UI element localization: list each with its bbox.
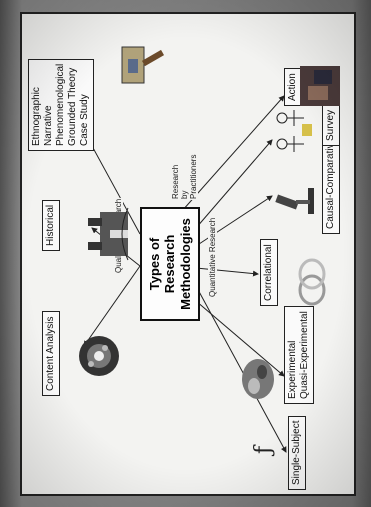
narrative: Narrative bbox=[43, 105, 54, 146]
grounded-theory: Grounded Theory bbox=[67, 67, 78, 146]
edge-survey bbox=[195, 139, 273, 229]
diagram-canvas: Types of Research Methodologies Qualitat… bbox=[22, 16, 354, 496]
edge-correlational bbox=[195, 267, 259, 277]
phenomenological: Phenomenological bbox=[55, 63, 66, 146]
edge-single-subject bbox=[195, 285, 287, 453]
quantitative-branch-label: Quantitative Research bbox=[208, 216, 217, 298]
slide: Types of Research Methodologies Qualitat… bbox=[20, 12, 356, 496]
edge-action bbox=[181, 95, 285, 212]
practitioners-branch-label: Research by Practitioners bbox=[171, 153, 199, 200]
single-subject-node: Single-Subject bbox=[288, 415, 306, 490]
survey-node: Survey bbox=[322, 104, 340, 146]
title-line1: Types of Research bbox=[146, 234, 178, 294]
experimental-line2: Quasi-Experimental bbox=[299, 311, 310, 399]
gavel-icon bbox=[121, 46, 165, 84]
historical-node: Historical bbox=[42, 199, 60, 251]
film-reel-icon bbox=[79, 336, 119, 376]
microscope-icon bbox=[275, 188, 314, 214]
formula-icon: ƒ bbox=[251, 444, 276, 457]
castle-drawing-icon bbox=[88, 207, 129, 261]
causal-comparative-node: Causal-Comparative bbox=[322, 132, 340, 234]
content-analysis-node: Content Analysis bbox=[42, 311, 60, 396]
center-title: Types of Research Methodologies bbox=[140, 207, 200, 321]
action-photo-icon bbox=[300, 66, 340, 106]
ethnographic: Ethnographic bbox=[31, 87, 42, 146]
title-line2: Methodologies bbox=[177, 218, 193, 310]
experimental-node: Experimental Quasi-Experimental bbox=[284, 306, 314, 404]
correlational-node: Correlational bbox=[260, 239, 278, 306]
people-icon bbox=[276, 110, 312, 152]
practitioners-line3: Practitioners bbox=[188, 154, 198, 199]
svg-text:ƒ: ƒ bbox=[251, 444, 276, 457]
brain-icon bbox=[242, 359, 274, 399]
qualitative-list-node: Ethnographic Narrative Phenomenological … bbox=[28, 58, 94, 151]
edge-content-analysis bbox=[83, 265, 141, 347]
case-study: Case Study bbox=[79, 94, 90, 146]
experimental-line1: Experimental bbox=[287, 340, 298, 399]
rings-icon bbox=[298, 258, 326, 306]
